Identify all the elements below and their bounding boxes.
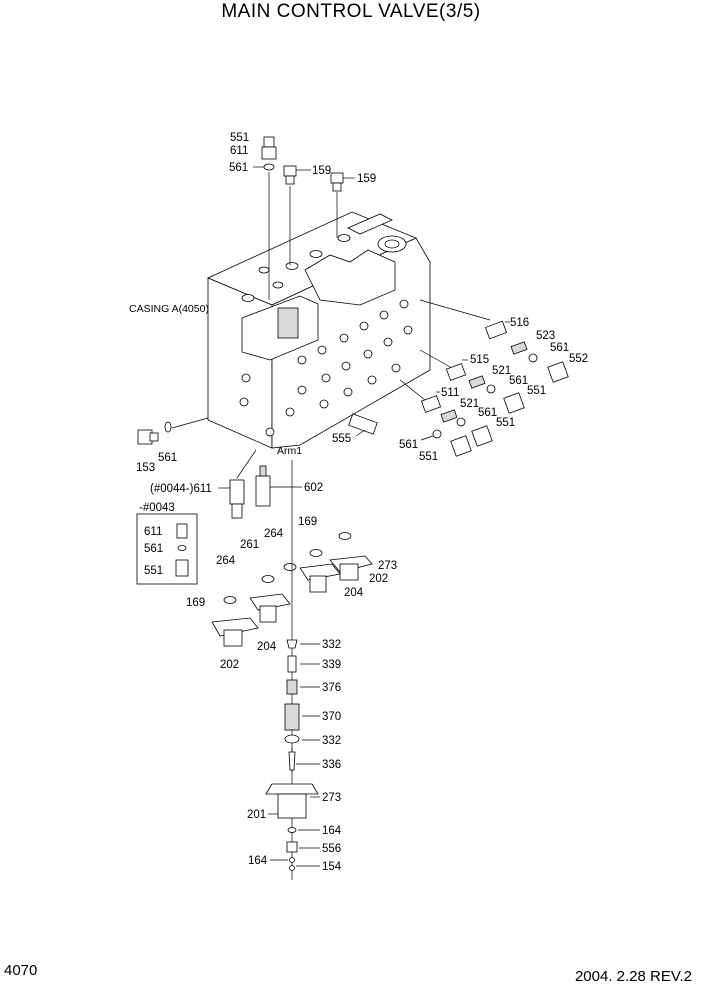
- label-561: 561: [144, 543, 163, 555]
- inset-label: -#0043: [139, 502, 175, 514]
- inset-box: [136, 513, 198, 585]
- label-336: 336: [322, 759, 341, 771]
- relief-valve: [229, 449, 271, 519]
- flange-parts: [211, 460, 373, 880]
- label-204: 204: [257, 641, 277, 653]
- arm-label: Arm1: [277, 445, 302, 457]
- label-273: 273: [322, 792, 341, 804]
- label-159: 159: [357, 173, 376, 185]
- label-273: 273: [378, 560, 397, 572]
- left-plug: [137, 417, 209, 445]
- label-511: 511: [441, 387, 459, 399]
- label-561: 561: [158, 452, 177, 464]
- label-551: 551: [496, 417, 515, 429]
- label-552: 552: [569, 353, 588, 365]
- label-264: 264: [216, 555, 236, 567]
- part-labels: 551 611 561 159 159 CASING A(4050) 516 5…: [129, 132, 588, 873]
- label-551: 551: [527, 385, 546, 397]
- label-602: 602: [304, 482, 323, 494]
- label-515: 515: [470, 354, 489, 366]
- label-169: 169: [186, 597, 205, 609]
- label-204: 204: [344, 587, 364, 599]
- label-551: 551: [419, 451, 438, 463]
- label-339: 339: [322, 659, 341, 671]
- right-plug-assemblies: [348, 299, 569, 457]
- label-561: 561: [550, 342, 569, 354]
- label-159: 159: [312, 165, 331, 177]
- top-ports: [241, 234, 351, 302]
- label-561: 561: [399, 439, 418, 451]
- label-611: 611: [230, 145, 248, 157]
- label-561: 561: [478, 407, 497, 419]
- label-332: 332: [322, 735, 341, 747]
- label-561: 561: [509, 375, 528, 387]
- label-551: 551: [230, 132, 249, 144]
- label-153: 153: [136, 462, 155, 474]
- label-164: 164: [248, 855, 268, 867]
- casing-label: CASING A(4050): [129, 303, 209, 315]
- page-title: MAIN CONTROL VALVE(3/5): [221, 1, 481, 22]
- label-261: 261: [240, 539, 259, 551]
- label-521: 521: [492, 365, 511, 377]
- label-202: 202: [220, 659, 239, 671]
- label-164: 164: [322, 825, 342, 837]
- label-551: 551: [144, 565, 163, 577]
- page-number: 4070: [4, 962, 38, 979]
- valve-casing: [207, 211, 431, 449]
- label-561: 561: [229, 162, 248, 174]
- label-556: 556: [322, 843, 341, 855]
- label-169: 169: [298, 516, 317, 528]
- top-parts: [261, 136, 344, 300]
- label-516: 516: [510, 317, 529, 329]
- label-555: 555: [332, 433, 351, 445]
- label-611: (#0044-)611: [150, 483, 212, 495]
- label-154: 154: [322, 861, 342, 873]
- label-370: 370: [322, 711, 341, 723]
- leader-lines: [218, 166, 510, 867]
- label-264: 264: [264, 528, 284, 540]
- vertical-parts-stack: [265, 639, 319, 871]
- revision-date: 2004. 2.28 REV.2: [574, 968, 692, 985]
- label-376: 376: [322, 682, 341, 694]
- label-201: 201: [247, 809, 266, 821]
- front-ports: [239, 299, 413, 437]
- label-202: 202: [369, 573, 388, 585]
- label-332: 332: [322, 639, 341, 651]
- label-523: 523: [536, 330, 555, 342]
- label-611: 611: [144, 526, 162, 538]
- label-521: 521: [460, 398, 479, 410]
